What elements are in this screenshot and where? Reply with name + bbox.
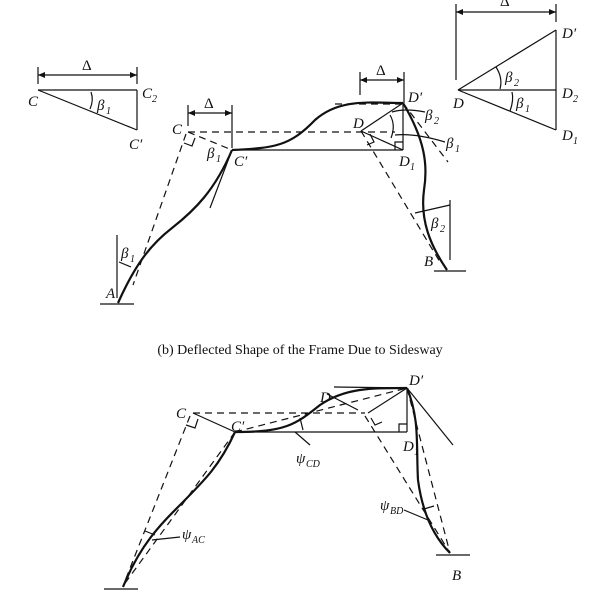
- label-c-prime: C′: [234, 154, 248, 170]
- label-beta1-sub: 1: [455, 144, 460, 155]
- label-beta2-sub: 2: [514, 78, 519, 89]
- label-c2-sub: 2: [152, 94, 157, 105]
- label-beta1-sub: 1: [106, 106, 111, 117]
- label-d2: D: [561, 86, 573, 102]
- label-beta2: β: [424, 108, 433, 124]
- label-d2-sub: 2: [573, 94, 578, 105]
- member-cd: [231, 101, 404, 152]
- delta-label: Δ: [376, 63, 386, 79]
- label-c: C: [28, 94, 39, 110]
- label-a: A: [105, 286, 116, 302]
- label-psi-ac-sub: AC: [191, 535, 205, 546]
- label-d1: D: [402, 439, 414, 455]
- label-beta1: β: [120, 246, 129, 262]
- label-d1: D: [398, 154, 410, 170]
- delta-label: Δ: [500, 0, 510, 10]
- label-d: D: [319, 390, 331, 406]
- label-psi-cd-sub: CD: [306, 459, 321, 470]
- member-bd: [402, 102, 448, 271]
- label-d-prime: D′: [407, 90, 423, 106]
- label-d: D: [352, 116, 364, 132]
- label-b: B: [424, 254, 433, 270]
- figure-caption: (b) Deflected Shape of the Frame Due to …: [157, 343, 442, 358]
- label-beta1: β: [206, 146, 215, 162]
- label-beta2: β: [504, 70, 513, 86]
- member-bd: [405, 387, 451, 554]
- label-psi-bd: ψ: [380, 498, 390, 514]
- label-d-prime: D′: [408, 373, 424, 389]
- label-d1-sub: 1: [410, 162, 415, 173]
- label-beta1: β: [96, 98, 105, 114]
- label-beta1: β: [515, 96, 524, 112]
- label-beta2: β: [430, 216, 439, 232]
- triangle-d: Δ D′ D D 2 D 1 β 2 β 1: [452, 0, 578, 147]
- frame-chord-rotations: C C′ D D′ D 1 ψ CD ψ AC ψ BD B: [104, 373, 470, 590]
- label-c2: C: [142, 86, 153, 102]
- member-ac: [121, 431, 237, 588]
- frame-sidesway: Δ Δ A: [100, 63, 466, 305]
- label-psi-cd: ψ: [296, 451, 306, 467]
- label-c-prime: C′: [231, 419, 245, 435]
- member-ac: [116, 149, 234, 304]
- label-d: D: [452, 96, 464, 112]
- label-beta1-sub: 1: [130, 254, 135, 265]
- label-beta1: β: [445, 136, 454, 152]
- label-b: B: [452, 568, 461, 584]
- label-beta1-sub: 1: [525, 104, 530, 115]
- label-beta2-sub: 2: [434, 116, 439, 127]
- label-psi-ac: ψ: [182, 527, 192, 543]
- label-psi-bd-sub: BD: [390, 506, 404, 517]
- label-beta1-sub: 1: [216, 154, 221, 165]
- label-d1-sub: 1: [414, 447, 419, 458]
- label-d1-sub: 1: [573, 136, 578, 147]
- label-d1: D: [561, 128, 573, 144]
- delta-label: Δ: [82, 58, 92, 74]
- label-beta2-sub: 2: [440, 224, 445, 235]
- label-c: C: [172, 122, 183, 138]
- delta-label: Δ: [204, 96, 214, 112]
- label-c: C: [176, 406, 187, 422]
- member-cd: [234, 386, 408, 434]
- label-c-prime: C′: [129, 137, 143, 153]
- label-d-prime: D′: [561, 26, 577, 42]
- triangle-c: Δ C C 2 C′ β 1: [28, 58, 157, 153]
